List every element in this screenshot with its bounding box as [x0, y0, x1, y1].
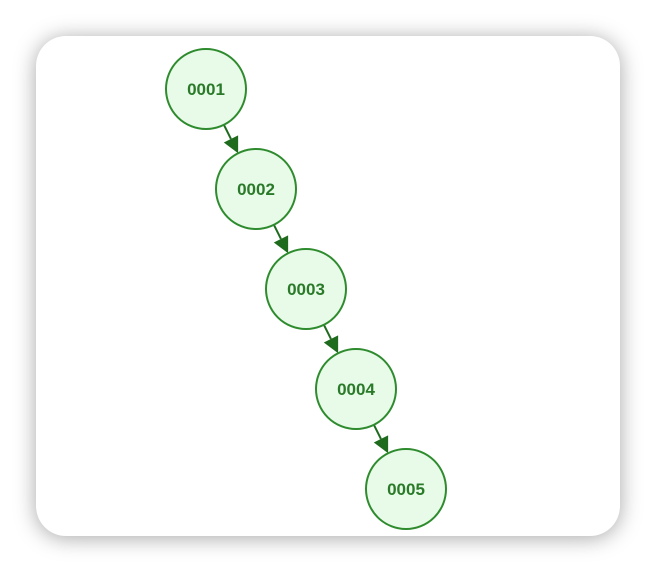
diagram-card: 0001 0002 0003 0004 0005 [36, 36, 620, 536]
arrowhead-icon [373, 435, 389, 454]
node-label: 0002 [237, 180, 275, 199]
node-circle[interactable] [315, 348, 397, 430]
arrowhead-icon [223, 135, 239, 154]
edge-line [322, 324, 332, 340]
edge-n1-n2 [222, 124, 239, 154]
edge-n2-n3 [272, 224, 289, 254]
edge-n3-n4 [322, 324, 339, 354]
node-0003[interactable]: 0003 [265, 248, 347, 330]
node-label: 0005 [387, 480, 425, 499]
arrowhead-icon [273, 235, 289, 254]
node-circle[interactable] [215, 148, 297, 230]
node-label: 0001 [187, 80, 225, 99]
node-circle[interactable] [265, 248, 347, 330]
edge-line [222, 124, 232, 140]
chain-diagram: 0001 0002 0003 0004 0005 [165, 48, 447, 530]
node-0005[interactable]: 0005 [365, 448, 447, 530]
arrowhead-icon [323, 335, 339, 354]
edge-line [272, 224, 282, 240]
node-circle[interactable] [365, 448, 447, 530]
node-0001[interactable]: 0001 [165, 48, 247, 130]
node-0002[interactable]: 0002 [215, 148, 297, 230]
node-label: 0004 [337, 380, 375, 399]
node-label: 0003 [287, 280, 325, 299]
node-0004[interactable]: 0004 [315, 348, 397, 430]
edge-n4-n5 [372, 424, 389, 454]
nodes-layer: 0001 0002 0003 0004 0005 [165, 48, 447, 530]
edges-layer [222, 124, 389, 454]
node-circle[interactable] [165, 48, 247, 130]
edge-line [372, 424, 382, 440]
